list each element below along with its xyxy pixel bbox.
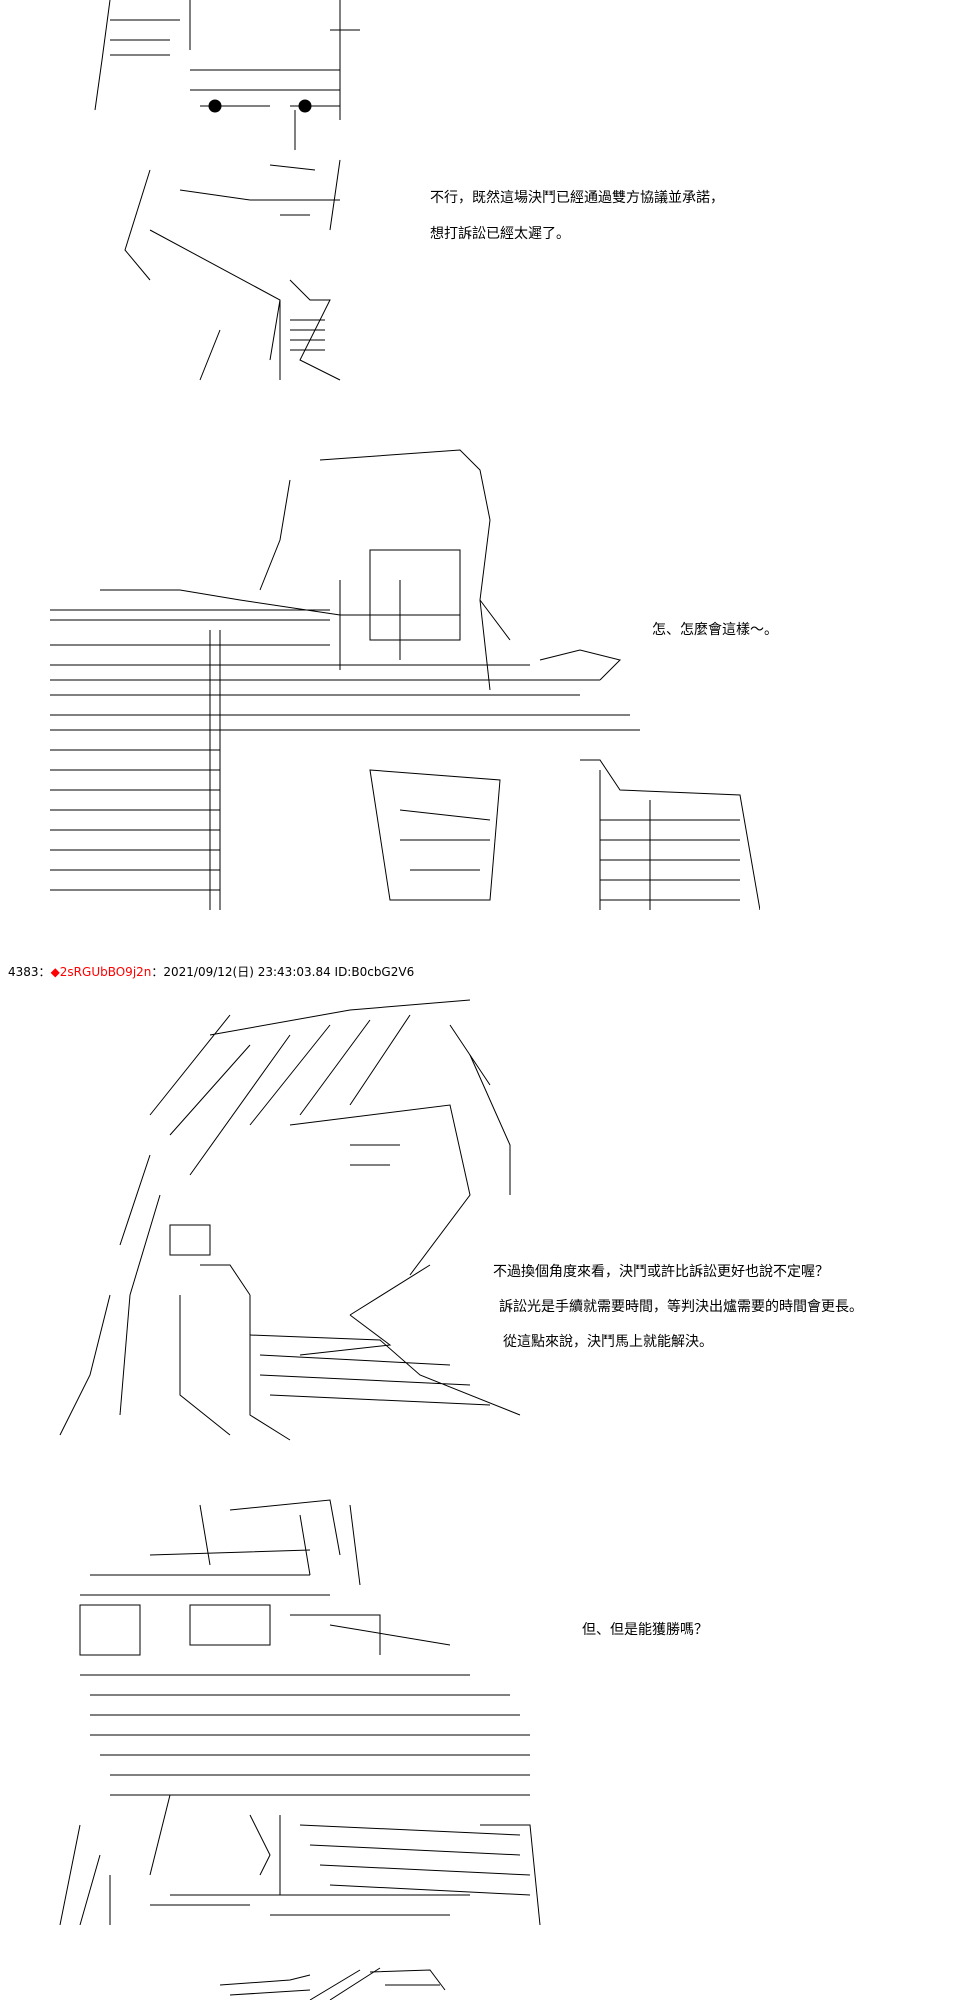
post-header: 4383：◆2sRGUbBO9j2n：2021/09/12(日) 23:43:0… (8, 963, 414, 980)
post-number: 4383 (8, 965, 39, 979)
post-separator: ： (38, 965, 51, 979)
dialog-panel-1: 不行，既然這場決鬥已經通過雙方協議並承諾， 想打訴訟已經太遲了。 (430, 188, 724, 260)
ascii-art-young-man (50, 995, 530, 1445)
dialog-line: 不行，既然這場決鬥已經通過雙方協議並承諾， (430, 190, 724, 206)
dialog-line: 訴訟光是手續就需要時間，等判決出爐需要的時間會更長。 (499, 1299, 863, 1315)
dialog-panel-2: 怎、怎麼會這樣～。 (652, 620, 778, 656)
post-datetime-id: ：2021/09/12(日) 23:43:03.84 ID:B0cbG2V6 (151, 965, 415, 979)
dialog-panel-4: 但、但是能獲勝嗎？ (582, 1620, 708, 1656)
dialog-line: 但、但是能獲勝嗎？ (582, 1622, 708, 1638)
ascii-art-man-in-suit (40, 0, 360, 390)
ascii-art-worried-character (50, 1495, 570, 1925)
ascii-art-next-panel-top (210, 1960, 450, 2000)
ascii-art-desk-scene (40, 440, 760, 910)
dialog-line: 不過換個角度來看，決鬥或許比訴訟更好也說不定喔？ (493, 1264, 829, 1280)
poster-name[interactable]: ◆2sRGUbBO9j2n (50, 965, 152, 979)
dialog-line: 從這點來說，決鬥馬上就能解決。 (503, 1334, 713, 1350)
dialog-line: 想打訴訟已經太遲了。 (430, 226, 570, 242)
dialog-panel-3: 不過換個角度來看，決鬥或許比訴訟更好也說不定喔？ 訴訟光是手續就需要時間，等判決… (493, 1262, 863, 1367)
dialog-line: 怎、怎麼會這樣～。 (652, 622, 778, 638)
